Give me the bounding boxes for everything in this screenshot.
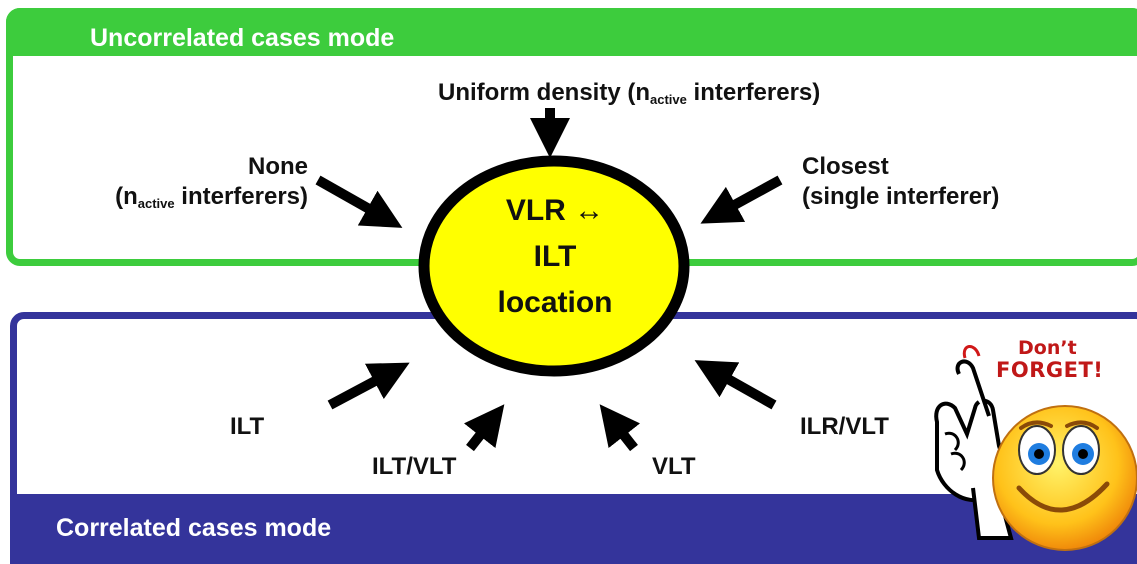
center-label: VLR ↔ ILT location — [430, 188, 680, 346]
label-none: None (nactive interferers) — [115, 153, 308, 211]
center-line2: ILT — [533, 240, 577, 273]
label-uniform-density: Uniform density (nactive interferers) — [438, 79, 821, 107]
uncorrelated-header — [6, 8, 1137, 56]
arrow-ilr-vlt — [694, 360, 777, 410]
correlated-title: Correlated cases mode — [56, 514, 332, 542]
diagram-graphics — [315, 108, 783, 452]
arrow-closest — [700, 175, 783, 224]
label-ilt-vlt: ILT/VLT — [372, 453, 457, 480]
label-ilt: ILT — [230, 413, 265, 440]
smiley-face-icon — [992, 405, 1137, 551]
center-line1: VLR ↔ — [505, 194, 605, 227]
uncorrelated-title: Uncorrelated cases mode — [90, 24, 395, 52]
arrow-none — [315, 175, 403, 228]
dont-forget-sticker — [934, 345, 1137, 551]
arrow-vlt — [599, 404, 641, 452]
location-ellipse — [418, 155, 690, 377]
arrow-ilt — [327, 362, 410, 410]
label-closest: Closest (single interferer) — [802, 153, 1000, 210]
arrow-ilt-vlt — [463, 404, 505, 452]
pointing-hand-icon — [934, 345, 1014, 540]
center-line3: location — [497, 286, 613, 319]
label-vlt: VLT — [652, 453, 696, 480]
label-ilr-vlt: ILR/VLT — [800, 413, 889, 440]
sticker-line2: FORGET! — [996, 358, 1104, 382]
sticker-line1: Don’t — [1018, 337, 1077, 359]
